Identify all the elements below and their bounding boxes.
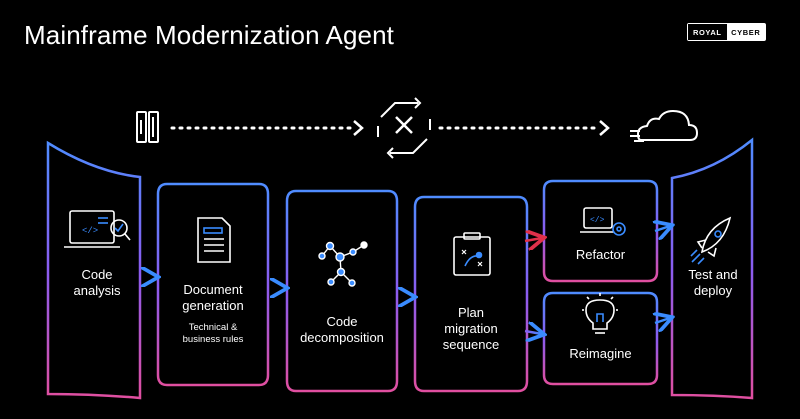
label-line: Refactor — [575, 247, 626, 262]
stage-refactor-panel — [542, 179, 659, 283]
lightbulb-icon — [582, 293, 618, 334]
stage-plan-migration-label: Plan migration sequence — [417, 305, 525, 353]
stage-refactor-label: Refactor — [546, 247, 655, 263]
arrow-plan-to-reimagine — [524, 331, 542, 334]
code-analysis-icon: </> — [64, 210, 131, 248]
rocket-icon — [690, 216, 732, 265]
label-line: Test and — [688, 267, 738, 282]
network-icon — [318, 241, 368, 287]
sublabel-line: business rules — [182, 334, 244, 345]
stage-test-deploy-panel — [670, 137, 754, 400]
stage-code-analysis-label: Code analysis — [58, 267, 136, 299]
svg-text:</>: </> — [590, 216, 605, 225]
label-line: Code — [326, 314, 358, 329]
stage-code-decomposition-label: Code decomposition — [289, 314, 395, 346]
cloud-icon — [630, 109, 699, 142]
plan-icon — [453, 232, 491, 276]
stage-plan-migration-panel — [413, 195, 529, 393]
stage-document-generation-label: Document generation — [160, 282, 266, 314]
label-line: Code — [81, 267, 113, 282]
stage-code-decomposition-panel — [285, 189, 399, 393]
label-line: sequence — [442, 337, 500, 352]
royal-cyber-logo: ROYAL CYBER — [687, 23, 766, 41]
label-line: Document — [183, 282, 243, 297]
logo-right-text: CYBER — [726, 24, 765, 40]
label-line: migration — [444, 321, 498, 336]
stage-document-generation-panel — [156, 182, 270, 387]
transform-icon — [377, 97, 431, 159]
arrow-reimagine-to-deploy — [655, 318, 670, 323]
label-line: deploy — [693, 283, 733, 298]
label-line: generation — [182, 298, 244, 313]
label-line: decomposition — [300, 330, 384, 345]
label-line: analysis — [73, 283, 121, 298]
arrow-refactor-to-deploy — [655, 226, 670, 231]
stage-reimagine-panel — [542, 291, 659, 386]
stage-document-generation-sublabel: Technical & business rules — [160, 322, 266, 346]
document-icon — [197, 217, 231, 263]
stage-reimagine-label: Reimagine — [546, 346, 655, 362]
arrow-plan-to-refactor — [524, 238, 542, 241]
stage-code-analysis-panel — [46, 140, 142, 400]
svg-text:</>: </> — [82, 226, 98, 236]
logo-left-text: ROYAL — [688, 24, 727, 40]
label-line: Plan — [457, 305, 485, 320]
label-line: Reimagine — [569, 346, 632, 361]
page-title: Mainframe Modernization Agent — [24, 20, 394, 50]
code-gear-icon: </> — [580, 207, 626, 236]
top-flow-arrowhead-2 — [599, 120, 610, 136]
stage-test-deploy-label: Test and deploy — [674, 267, 752, 299]
sublabel-line: Technical & — [188, 322, 238, 333]
mainframe-icon — [136, 111, 159, 143]
top-flow-arrowhead-1 — [353, 120, 364, 136]
